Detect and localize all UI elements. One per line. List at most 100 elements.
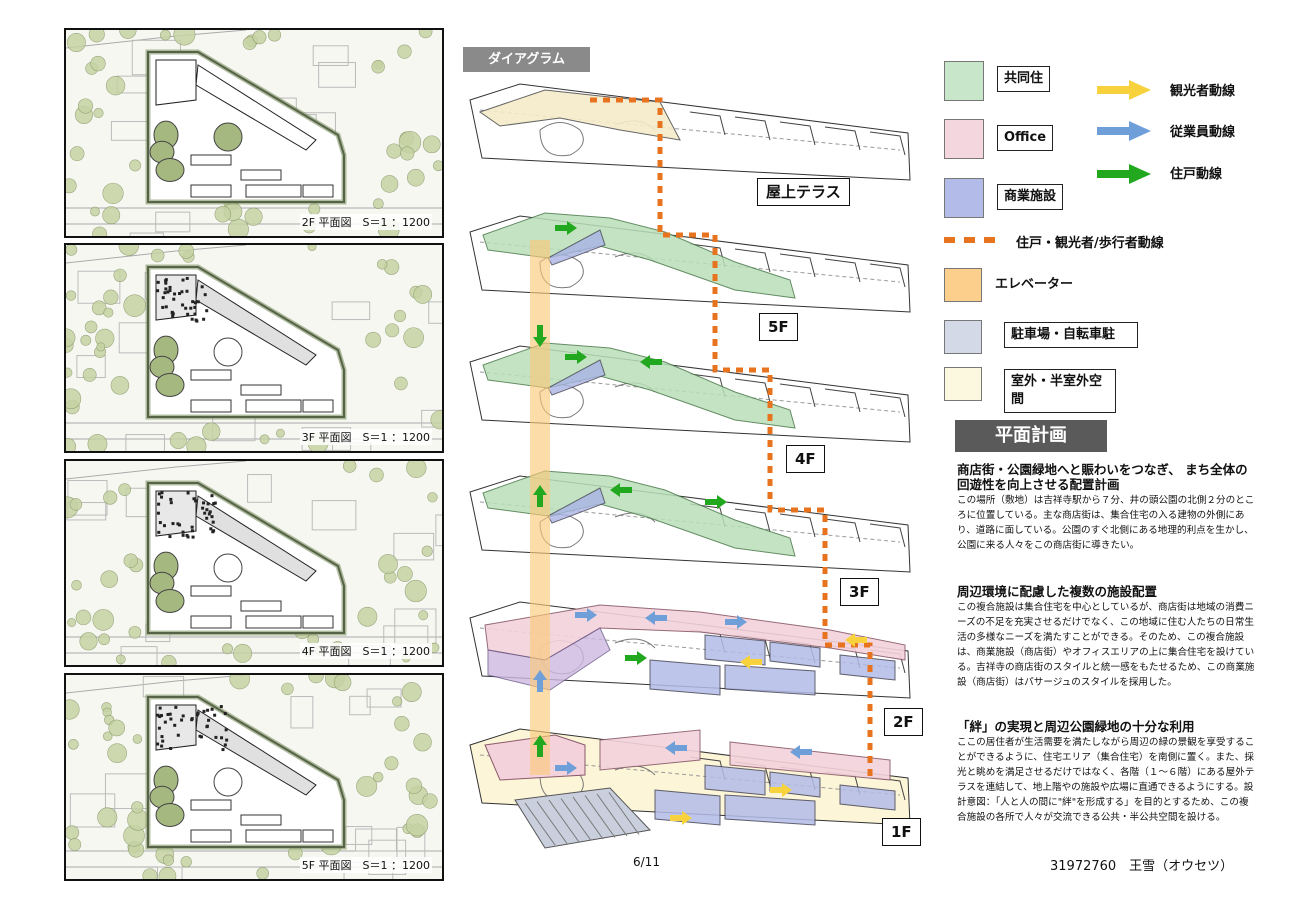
tree — [98, 633, 110, 646]
tree — [75, 609, 92, 626]
unit-outline — [734, 508, 771, 533]
diagram-title: ダイアグラム — [463, 47, 590, 72]
tree — [392, 696, 403, 707]
section-body: ここの居住者が生活需要を満たしながら周辺の緑の景観を享受することができるように、… — [957, 737, 1255, 823]
furniture — [211, 520, 215, 524]
furniture — [164, 287, 168, 291]
shop-block — [240, 814, 282, 826]
tree — [67, 618, 77, 627]
furniture — [163, 291, 167, 295]
furniture — [196, 711, 200, 715]
parking-stall — [548, 799, 580, 843]
tree — [202, 422, 221, 441]
text-section-1: 商店街・公園緑地へと賑わいをつなぎ、 まち全体の回遊性を向上させる配置計画 この… — [957, 462, 1257, 553]
furniture — [181, 278, 185, 282]
unit-outline — [869, 393, 906, 418]
tree — [397, 44, 412, 59]
tree — [333, 675, 352, 692]
legend-label-staff: 従業員動線 — [1170, 125, 1236, 140]
furniture — [213, 713, 217, 717]
tree — [252, 30, 267, 45]
furniture — [156, 289, 160, 293]
tree — [173, 30, 196, 46]
furniture — [185, 276, 189, 280]
tree — [413, 285, 433, 304]
office-block-1f — [729, 741, 891, 781]
furniture — [168, 285, 172, 289]
tree — [93, 108, 104, 119]
legend-label-elevator: エレベーター — [995, 277, 1074, 292]
unit-outline — [824, 258, 861, 283]
furniture — [160, 495, 164, 499]
tree — [142, 868, 158, 879]
tree — [162, 854, 175, 866]
shop-block — [190, 615, 232, 629]
commercial-box — [649, 659, 721, 696]
housing-block — [155, 59, 197, 106]
shop-block — [245, 829, 302, 843]
legend-label-resident: 住戸動線 — [1170, 167, 1223, 182]
flow-arrow-icon — [740, 655, 762, 669]
tree — [394, 376, 408, 391]
furniture — [212, 502, 216, 506]
neighbor-building — [247, 474, 272, 503]
neighbor-building — [157, 866, 183, 879]
shop-block — [302, 829, 334, 843]
tree — [110, 376, 130, 395]
furniture — [205, 516, 209, 520]
site-green-edge — [145, 694, 347, 850]
road-line — [66, 461, 247, 480]
furniture — [191, 535, 195, 539]
tree — [385, 323, 400, 338]
planting — [155, 802, 185, 828]
floor-label-roof: 屋上テラス — [757, 178, 850, 206]
flow-arrow-icon — [640, 355, 662, 369]
tree — [427, 492, 438, 503]
shop-block — [190, 585, 232, 597]
shop-block — [190, 369, 232, 381]
furniture — [225, 738, 229, 742]
furniture — [186, 491, 190, 495]
tree — [66, 32, 86, 52]
neighbor-building — [129, 232, 164, 236]
flow-arrow-icon — [665, 741, 687, 755]
furniture — [166, 290, 170, 294]
flow-arrow-icon — [645, 611, 667, 625]
tree — [259, 434, 270, 445]
unit-outline — [869, 131, 906, 156]
tree — [365, 331, 382, 348]
neighbor-building — [435, 514, 442, 547]
tree — [123, 553, 138, 568]
tourist-arrow-icon — [1097, 80, 1151, 100]
furniture — [190, 529, 194, 533]
unit-outline — [824, 388, 861, 413]
furniture — [192, 497, 196, 501]
furniture — [169, 501, 173, 505]
housing-block — [155, 490, 197, 537]
neighbor-building — [349, 695, 371, 716]
tree — [394, 716, 410, 732]
tree — [169, 431, 187, 449]
tree — [80, 334, 92, 346]
neighbor-building — [125, 434, 165, 451]
circular-court — [213, 553, 243, 583]
road-line — [66, 675, 247, 694]
unit-outline — [824, 126, 861, 151]
unit-outline — [824, 518, 861, 543]
furniture — [171, 522, 175, 526]
text-section-2: 周辺環境に配慮した複数の施設配置 この複合施設は集合住宅を中心としているが、商店… — [957, 584, 1257, 690]
furniture — [164, 305, 168, 309]
tree — [118, 245, 140, 256]
route-dashed-line — [590, 97, 873, 780]
shop-block — [190, 154, 232, 166]
furniture — [181, 714, 185, 718]
legend-label-commercial: 商業施設 — [997, 184, 1064, 210]
furniture — [156, 713, 160, 717]
tree — [90, 206, 100, 217]
furniture — [168, 535, 172, 539]
tree — [178, 245, 195, 259]
furniture — [223, 712, 227, 716]
legend-swatch-office — [944, 119, 984, 159]
flow-arrow-icon — [770, 783, 792, 797]
